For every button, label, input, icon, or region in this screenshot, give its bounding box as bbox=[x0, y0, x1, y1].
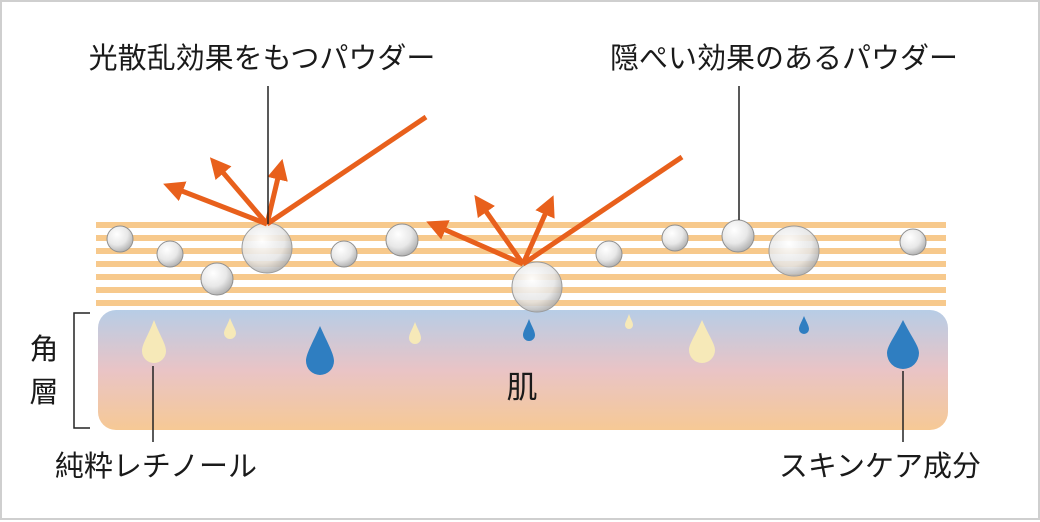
scattered-ray bbox=[426, 220, 525, 267]
light-rays bbox=[163, 114, 684, 267]
label-skincare: スキンケア成分 bbox=[779, 449, 981, 483]
droplet-blue bbox=[887, 320, 919, 369]
powder-sphere bbox=[156, 240, 184, 268]
scattered-ray bbox=[520, 195, 555, 266]
powder-sphere bbox=[200, 262, 234, 296]
scattered-ray bbox=[163, 181, 268, 227]
powder-sphere bbox=[385, 223, 419, 257]
droplet-blue bbox=[523, 319, 535, 341]
powder-spheres bbox=[106, 219, 927, 296]
stripe bbox=[96, 248, 946, 254]
label-retinol: 純粋レチノール bbox=[55, 449, 257, 483]
scattered-ray bbox=[474, 194, 526, 266]
scatter-sphere bbox=[241, 222, 293, 274]
label-stratum-2: 層 bbox=[29, 375, 58, 409]
powder-sphere bbox=[661, 224, 689, 252]
scatter-sphere bbox=[768, 225, 820, 277]
scattered-ray bbox=[264, 158, 288, 225]
droplet-blue bbox=[799, 316, 809, 334]
droplet-cream bbox=[689, 320, 715, 363]
incident-ray-right bbox=[521, 154, 684, 267]
label-scatter-powder: 光散乱効果をもつパウダー bbox=[89, 41, 436, 75]
droplet-blue bbox=[306, 326, 334, 375]
droplet-cream bbox=[409, 322, 421, 344]
powder-sphere bbox=[330, 240, 358, 268]
scattered-ray bbox=[209, 157, 269, 226]
skin-layer bbox=[98, 310, 948, 430]
stripe bbox=[96, 235, 946, 241]
label-conceal-powder: 隠ぺい効果のあるパウダー bbox=[610, 41, 958, 75]
powder-sphere bbox=[899, 228, 927, 256]
label-stratum-1: 角 bbox=[29, 332, 58, 366]
scatter-spheres bbox=[241, 222, 820, 313]
powder-sphere bbox=[721, 219, 755, 253]
powder-sphere bbox=[595, 240, 623, 268]
droplet-cream bbox=[142, 320, 166, 363]
droplet-cream bbox=[625, 314, 633, 329]
skin-droplets bbox=[142, 314, 919, 375]
leader-lines bbox=[73, 86, 904, 442]
scatter-sphere bbox=[511, 261, 563, 313]
powder-sphere bbox=[106, 225, 134, 253]
droplet-cream bbox=[224, 318, 236, 339]
stratum-bracket bbox=[73, 312, 90, 429]
stripe bbox=[96, 222, 946, 228]
incident-ray-left bbox=[265, 114, 428, 227]
label-skin: 肌 bbox=[507, 370, 538, 406]
